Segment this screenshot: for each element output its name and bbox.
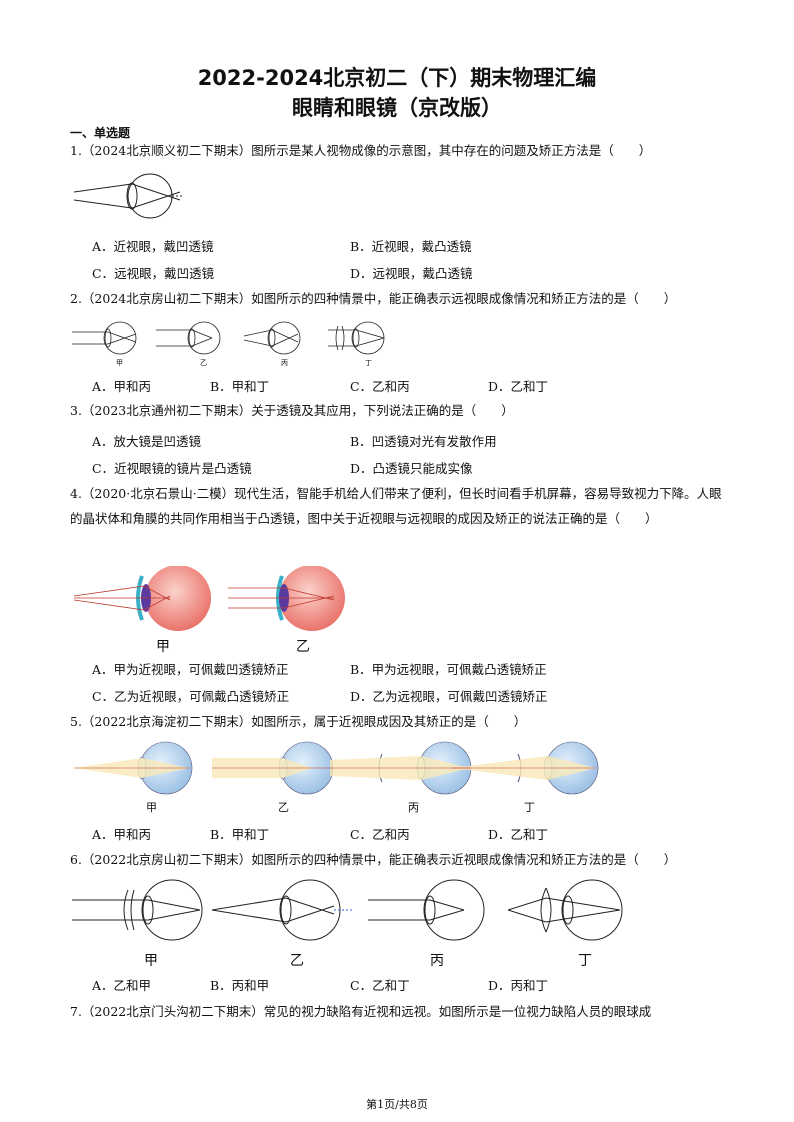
q5-option-c[interactable]: C．乙和丙 xyxy=(350,827,410,842)
q2-option-d[interactable]: D．乙和丁 xyxy=(488,379,549,394)
q4-option-b[interactable]: B．甲为远视眼，可佩戴凸透镜矫正 xyxy=(350,662,547,677)
q1-option-d[interactable]: D．远视眼，戴凸透镜 xyxy=(350,266,473,281)
q2-option-b[interactable]: B．甲和丁 xyxy=(210,379,270,394)
q6-option-a[interactable]: A．乙和甲 xyxy=(92,978,152,993)
q3-option-b[interactable]: B．凹透镜对光有发散作用 xyxy=(350,434,497,449)
q3-option-c[interactable]: C．近视眼镜的镜片是凸透镜 xyxy=(92,461,252,476)
q5-option-a[interactable]: A．甲和丙 xyxy=(92,827,152,842)
question-7-stem: 7.（2022北京门头沟初二下期末）常见的视力缺陷有近视和远视。如图所示是一位视… xyxy=(70,1004,652,1019)
q5-label-1: 甲 xyxy=(146,801,157,814)
q6-eye-figures xyxy=(72,879,623,941)
q2-label-3: 丙 xyxy=(281,359,288,367)
question-3-stem: 3.（2023北京通州初二下期末）关于透镜及其应用，下列说法正确的是（ ） xyxy=(70,403,514,418)
q2-label-1: 甲 xyxy=(116,359,123,367)
q2-eye-figures xyxy=(72,321,385,355)
q4-eye-figures xyxy=(73,566,345,631)
q5-label-4: 丁 xyxy=(524,801,535,814)
q4-option-d[interactable]: D．乙为远视眼，可佩戴凹透镜矫正 xyxy=(350,689,548,704)
question-2-stem: 2.（2024北京房山初二下期末）如图所示的四种情景中，能正确表示远视眼成像情况… xyxy=(70,291,677,306)
q2-label-2: 乙 xyxy=(200,359,207,367)
question-5-stem: 5.（2022北京海淀初二下期末）如图所示，属于近视眼成因及其矫正的是（ ） xyxy=(70,714,527,729)
q6-option-d[interactable]: D．丙和丁 xyxy=(488,978,549,993)
doc-title: 2022-2024北京初二（下）期末物理汇编 xyxy=(197,66,597,90)
q2-label-4: 丁 xyxy=(365,359,372,367)
q1-eye-figure xyxy=(73,173,184,219)
section-heading: 一、单选题 xyxy=(70,126,131,140)
q6-label-3: 丙 xyxy=(430,953,444,969)
doc-subtitle: 眼睛和眼镜（京改版） xyxy=(292,96,502,120)
question-1-stem: 1.（2024北京顺义初二下期末）图所示是某人视物成像的示意图，其中存在的问题及… xyxy=(70,143,652,158)
q4-label-1: 甲 xyxy=(156,639,170,655)
q2-option-a[interactable]: A．甲和丙 xyxy=(92,379,152,394)
q6-label-1: 甲 xyxy=(144,953,158,969)
q3-option-a[interactable]: A．放大镜是凹透镜 xyxy=(92,434,202,449)
q6-option-c[interactable]: C．乙和丁 xyxy=(350,978,410,993)
question-4-stem: 4.（2020·北京石景山·二模）现代生活，智能手机给人们带来了便利，但长时间看… xyxy=(70,486,722,526)
q3-option-d[interactable]: D．凸透镜只能成实像 xyxy=(350,461,473,476)
question-6-stem: 6.（2022北京房山初二下期末）如图所示的四种情景中，能正确表示近视眼成像情况… xyxy=(70,852,677,867)
q1-option-b[interactable]: B．近视眼，戴凸透镜 xyxy=(350,239,472,254)
q4-label-2: 乙 xyxy=(296,639,310,655)
q5-option-b[interactable]: B．甲和丁 xyxy=(210,827,270,842)
q2-option-c[interactable]: C．乙和丙 xyxy=(350,379,410,394)
q5-eye-figures xyxy=(74,741,599,795)
q6-label-4: 丁 xyxy=(578,953,592,969)
q1-option-c[interactable]: C．远视眼，戴凹透镜 xyxy=(92,266,215,281)
q4-option-c[interactable]: C．乙为近视眼，可佩戴凸透镜矫正 xyxy=(92,689,290,704)
q6-label-2: 乙 xyxy=(290,953,304,969)
q6-option-b[interactable]: B．丙和甲 xyxy=(210,978,270,993)
q5-label-3: 丙 xyxy=(408,801,419,814)
page-footer: 第1页/共8页 xyxy=(366,1098,428,1111)
q1-option-a[interactable]: A．近视眼，戴凹透镜 xyxy=(92,239,214,254)
q5-option-d[interactable]: D．乙和丁 xyxy=(488,827,549,842)
q5-label-2: 乙 xyxy=(278,801,289,814)
q4-option-a[interactable]: A．甲为近视眼，可佩戴凹透镜矫正 xyxy=(92,662,289,677)
